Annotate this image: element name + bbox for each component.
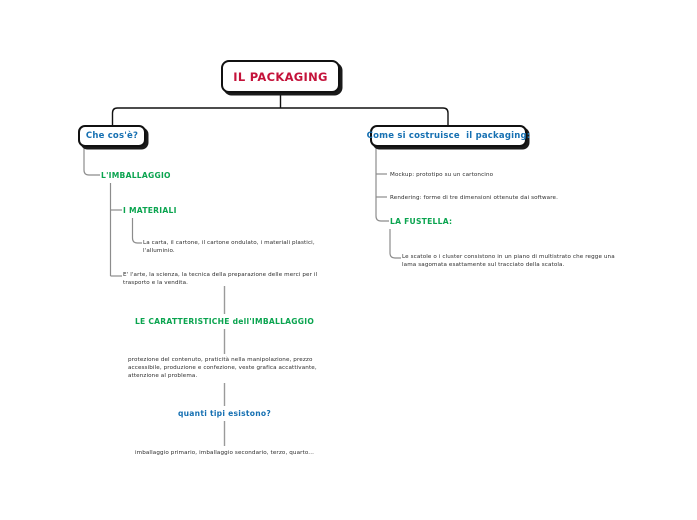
body-mockup: Mockup: prototipo su un cartoncino — [390, 172, 494, 178]
body-caratteristiche: protezione del contenuto, praticità nell… — [128, 357, 319, 380]
heading-imballaggio[interactable]: L'IMBALLAGGIO — [101, 171, 171, 180]
heading-caratteristiche[interactable]: LE CARATTERISTICHE dell'IMBALLAGGIO — [134, 317, 315, 326]
branch-node-come-si-costruisce-label: Come si costruisce il packaging: — [366, 131, 531, 141]
connector-left-to-imballaggio — [83, 147, 100, 176]
connector-right-trunk — [375, 147, 389, 222]
body-fustella: Le scatole o i cluster consistono in un … — [402, 254, 617, 269]
root-node[interactable]: IL PACKAGING — [221, 60, 340, 93]
connector-materiali-to-body — [131, 218, 142, 244]
body-quanti-tipi: imballaggio primario, imballaggio second… — [134, 450, 315, 456]
branch-node-che-cose-label: Che cos'è? — [85, 131, 139, 141]
body-materiali: La carta, il cartone, il cartone ondulat… — [143, 240, 317, 255]
body-rendering: Rendering: forme di tre dimensioni otten… — [390, 195, 558, 201]
heading-fustella[interactable]: LA FUSTELLA: — [390, 217, 453, 226]
connector-fustella-to-body — [389, 229, 401, 259]
heading-quanti-tipi[interactable]: quanti tipi esistono? — [177, 409, 272, 418]
body-imballaggio: E' l'arte, la scienza, la tecnica della … — [123, 272, 320, 287]
branch-node-come-si-costruisce[interactable]: Come si costruisce il packaging: — [367, 125, 530, 147]
root-node-label: IL PACKAGING — [233, 69, 328, 84]
heading-materiali[interactable]: I MATERIALI — [123, 206, 177, 215]
branch-node-che-cose[interactable]: Che cos'è? — [78, 125, 146, 147]
